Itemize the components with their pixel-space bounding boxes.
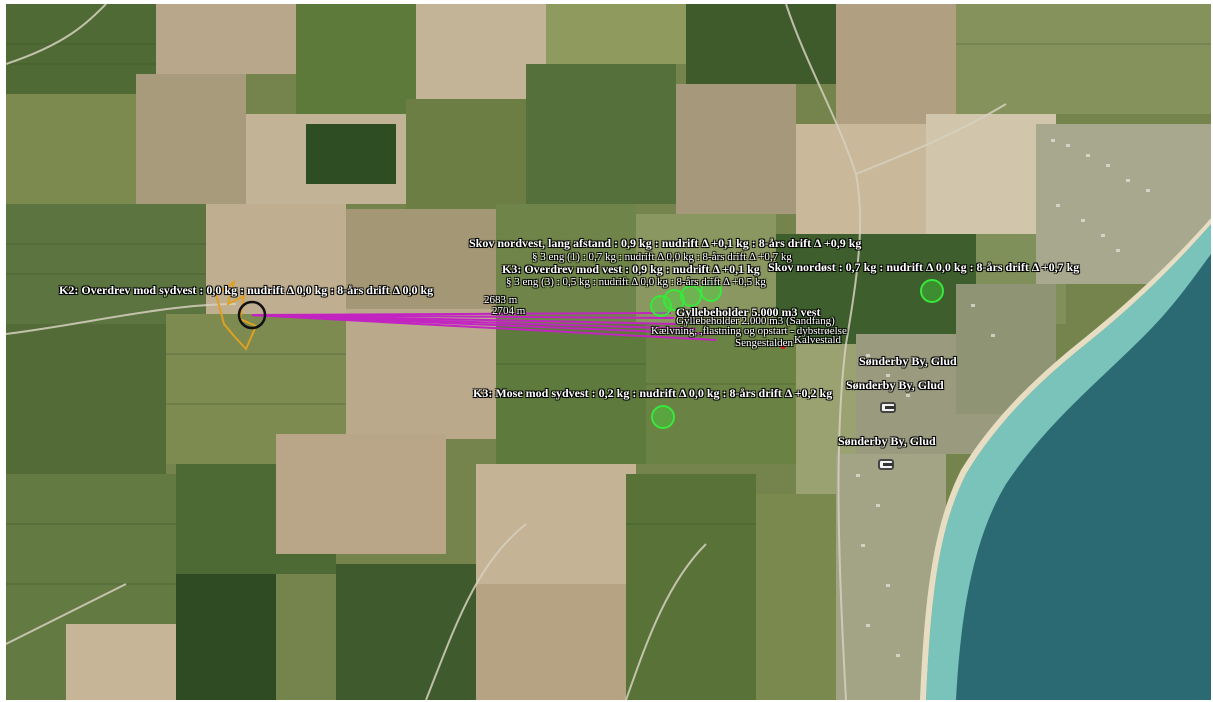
town-icon[interactable] bbox=[880, 402, 896, 413]
label-k2-overdrev: K2: Overdrev mod sydvest : 0,0 kg : nudr… bbox=[59, 283, 434, 297]
map-imagery bbox=[6, 4, 1211, 700]
label-sengestalden: Sengestalden bbox=[735, 337, 794, 349]
label-gyllebeholder-vest: Gyllebeholder 5.000 m3 vest bbox=[676, 305, 821, 319]
receptor-mose bbox=[651, 405, 675, 429]
label-town-2: Sønderby By, Glud bbox=[846, 378, 944, 392]
source-circle[interactable] bbox=[237, 300, 267, 330]
receptor-overdrev bbox=[663, 289, 685, 311]
receptor-eng1 bbox=[650, 295, 672, 317]
source-area-outline bbox=[214, 279, 258, 351]
receptor-skov-nordost bbox=[920, 279, 944, 303]
label-eng1: § 3 eng (1) : 0,7 kg : nudrift Δ 0,0 kg … bbox=[532, 251, 792, 263]
label-distance-1: 2683 m bbox=[484, 294, 518, 306]
label-kaelvning: Kælvning, ,flastning og opstart - dybstr… bbox=[651, 325, 847, 337]
town-icon[interactable] bbox=[878, 459, 894, 470]
label-kalvestald: Kalvestald bbox=[794, 334, 842, 346]
label-k3-overdrev: K3: Overdrev mod vest : 0,9 kg : nudrift… bbox=[502, 262, 760, 276]
label-skov-nordvest: Skov nordvest, lang afstand : 0,9 kg : n… bbox=[469, 236, 862, 250]
label-town-1: Sønderby By, Glud bbox=[859, 354, 957, 368]
odor-lines bbox=[251, 312, 717, 341]
houses bbox=[856, 139, 1150, 657]
field-texture bbox=[6, 43, 1211, 585]
label-k3-mose: K3: Mose mod sydvest : 0,2 kg : nudrift … bbox=[473, 386, 833, 400]
satellite-map[interactable]: Skov nordvest, lang afstand : 0,9 kg : n… bbox=[6, 4, 1211, 700]
roads bbox=[6, 4, 1007, 700]
shallow-water bbox=[926, 224, 1211, 700]
sea bbox=[926, 224, 1211, 700]
stable-marker bbox=[780, 343, 786, 349]
receptor-eng3 bbox=[680, 285, 702, 307]
label-distance-2: 2704 m bbox=[492, 305, 526, 317]
receptor-circles bbox=[650, 279, 944, 429]
label-skov-nordost: Skov nordøst : 0,7 kg : nudrift Δ 0,0 kg… bbox=[768, 260, 1080, 274]
receptor-skov-nordvest bbox=[700, 280, 722, 302]
label-town-3: Sønderby By, Glud bbox=[838, 434, 936, 448]
label-gyllebeholder-sandfang: Gyllebeholder 2.000 m3 (Sandfang) bbox=[676, 315, 835, 327]
label-eng3: § 3 eng (3) : 0,5 kg : nudrift Δ 0,0 kg … bbox=[506, 276, 766, 288]
